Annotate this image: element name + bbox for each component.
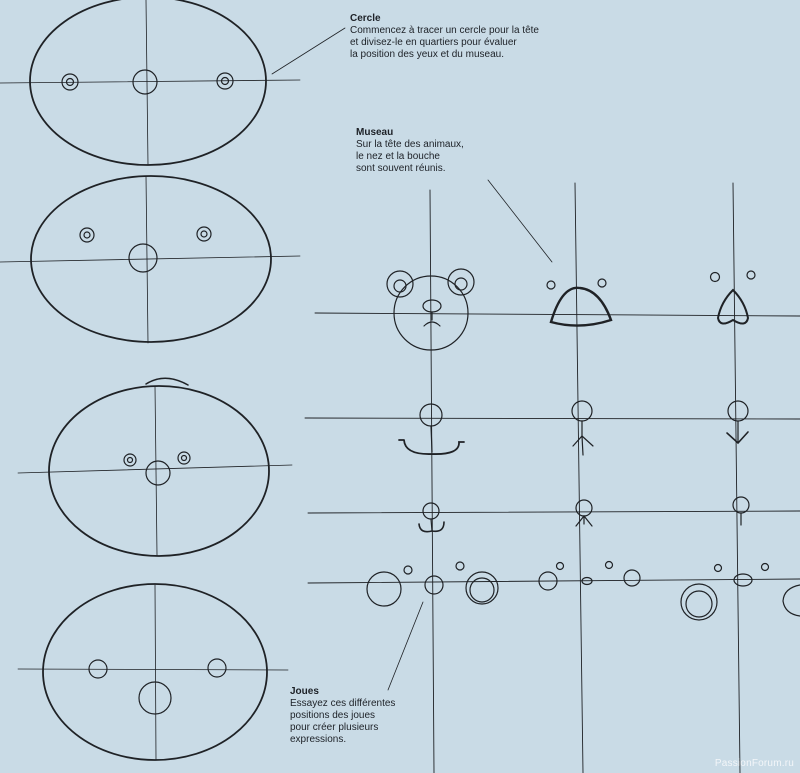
caption-cercle-text: Commencez à tracer un cercle pour la têt… [350,25,539,60]
muzzle-sketch-heart [709,270,756,325]
bear-head-sketch [386,268,475,351]
cheeks-sketch-3 [680,562,800,621]
caption-museau-text: Sur la tête des animaux, le nez et la bo… [356,139,464,174]
caption-cercle-title: Cercle [350,13,381,24]
mouth-sketch-v [726,400,749,445]
mouth-sketch-stick [571,400,594,456]
head-sketch-1 [0,0,301,166]
head-sketch-3 [17,377,293,557]
cheeks-sketch-2 [538,560,641,591]
cheeks-sketch-1 [366,561,499,607]
muzzle-sketch-triangle [546,278,613,327]
muzzle-sketch-small-3 [732,496,750,526]
muzzle-sketch-small-1 [418,502,445,533]
caption-museau: Museau Sur la tête des animaux, le nez e… [356,127,546,175]
caption-joues-title: Joues [290,686,319,697]
caption-cercle: Cercle Commencez à tracer un cercle pour… [350,13,620,61]
head-sketch-2 [0,175,301,344]
mouth-sketch-wide [398,403,465,455]
watermark: PassionForum.ru [714,758,794,769]
head-sketch-4 [17,583,289,761]
muzzle-sketch-small-2 [575,499,593,527]
caption-museau-title: Museau [356,127,394,138]
caption-joues: Joues Essayez ces différentes positions … [290,686,450,746]
caption-joues-text: Essayez ces différentes positions des jo… [290,698,396,745]
